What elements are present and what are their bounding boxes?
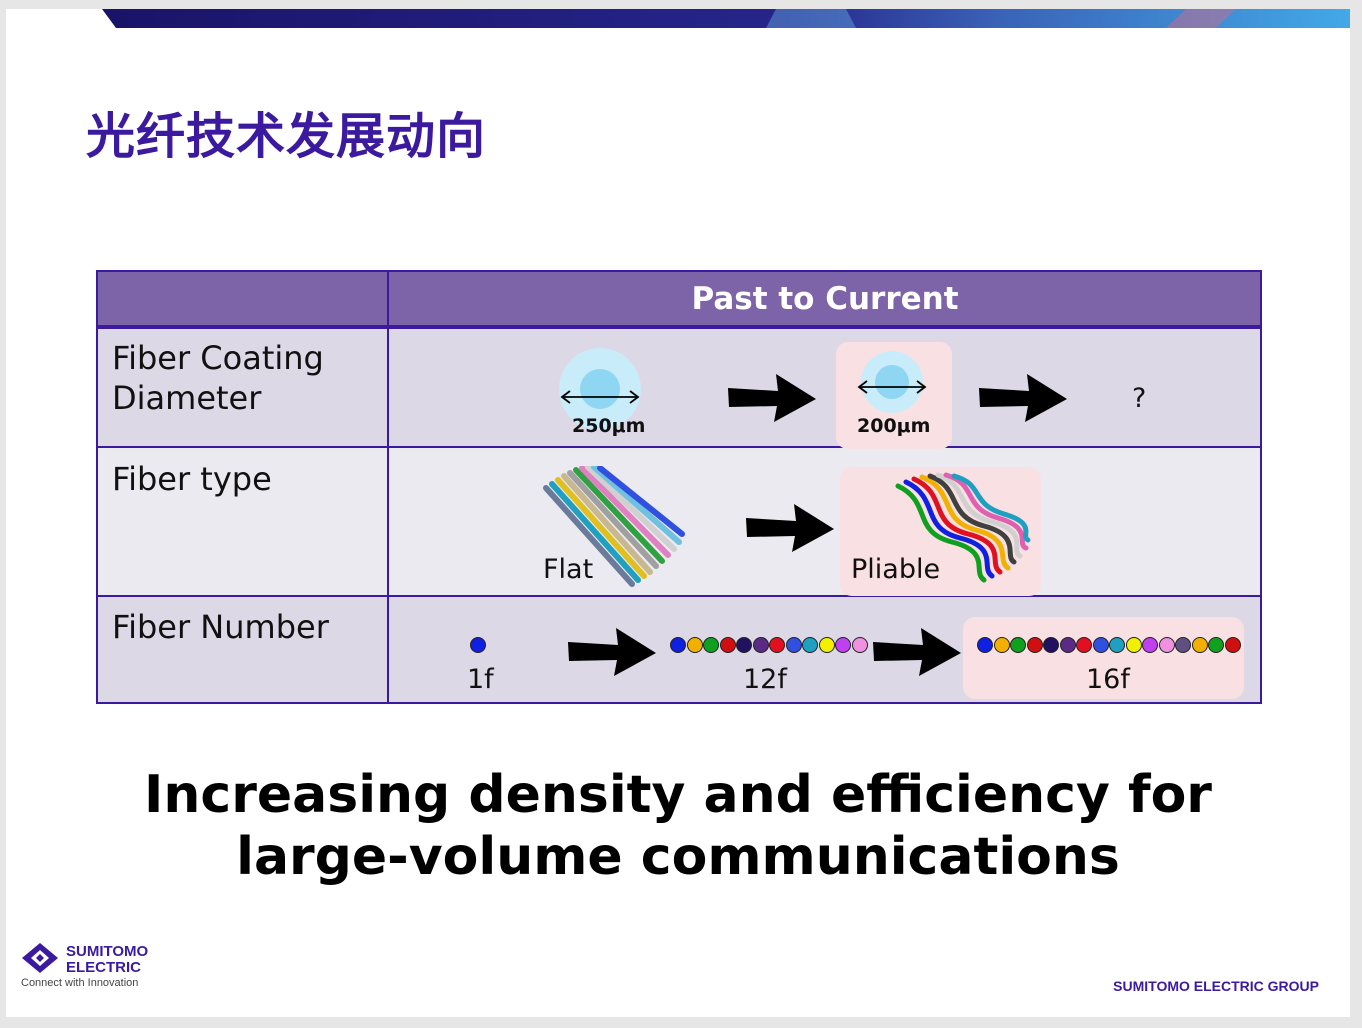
right-arrow-icon — [728, 374, 816, 422]
company-logo: SUMITOMO ELECTRIC Connect with Innovatio… — [20, 941, 148, 989]
fiber-dot — [1010, 637, 1026, 653]
fiber-dot — [1142, 637, 1158, 653]
fiber-number-current-panel — [963, 617, 1244, 699]
right-arrow-icon — [746, 504, 834, 552]
row-label-coating: Fiber Coating Diameter — [112, 338, 324, 418]
fiber-dot — [686, 637, 703, 653]
fiber-type-past-label: Flat — [543, 554, 594, 585]
fiber-number-past-label: 1f — [467, 664, 494, 695]
fiber-dot — [1175, 637, 1191, 653]
fiber-200um-icon — [857, 351, 927, 413]
right-arrow-icon — [873, 628, 961, 676]
slide-title: 光纤技术发展动向 — [86, 108, 487, 165]
column-divider — [387, 270, 389, 704]
fiber-dot — [851, 637, 868, 653]
fiber-dot — [818, 637, 835, 653]
fiber-dot — [1059, 637, 1076, 653]
fiber-dot — [1191, 637, 1208, 653]
fiber-dot — [670, 637, 686, 653]
dots-1f — [470, 637, 487, 653]
tagline-line: large-volume communications — [236, 827, 1120, 887]
header-empty-cell — [96, 270, 388, 326]
row-fiber-type — [96, 447, 1262, 596]
fiber-number-mid-label: 12f — [743, 664, 787, 695]
fiber-dot — [1109, 637, 1125, 653]
row-label-line: Fiber type — [112, 460, 272, 498]
table-border-right — [1260, 270, 1262, 704]
fiber-dot — [785, 637, 802, 653]
tagline-line: Increasing density and efficiency for — [144, 765, 1212, 825]
table-border-top — [96, 270, 1262, 272]
fiber-dot — [1092, 637, 1109, 653]
coating-past-label: 250μm — [572, 415, 646, 437]
dots-12f — [670, 637, 868, 653]
flat-ribbon-icon — [543, 466, 685, 587]
fiber-dot — [719, 637, 736, 653]
header-divider — [96, 325, 1262, 329]
pliable-ribbon-icon — [895, 472, 1031, 583]
row-coating — [96, 329, 1262, 447]
fiber-dot — [1076, 637, 1092, 653]
fiber-number-current-label: 16f — [1086, 664, 1130, 695]
sumitomo-logo-icon — [22, 943, 58, 973]
header-cell: Past to Current — [388, 270, 1262, 326]
table-border-bottom — [96, 702, 1262, 704]
header-text: Past to Current — [691, 281, 959, 317]
row-label-fiber-type: Fiber type — [112, 459, 272, 499]
fiber-dot — [1158, 637, 1175, 653]
fiber-dot — [835, 637, 851, 653]
fiber-type-current-label: Pliable — [851, 554, 941, 585]
right-arrow-icon — [568, 628, 656, 676]
group-name: SUMITOMO ELECTRIC GROUP — [1113, 978, 1319, 994]
fiber-evolution-table: Past to Current Fiber Coating Diameter F… — [96, 270, 1262, 704]
fiber-dot — [752, 637, 769, 653]
fiber-dot — [802, 637, 818, 653]
top-banner — [6, 9, 1350, 28]
row-divider — [96, 595, 1262, 597]
row-label-line: Diameter — [112, 379, 262, 417]
row-label-line: Fiber Number — [112, 608, 329, 646]
logo-name: SUMITOMO ELECTRIC — [66, 943, 149, 976]
logo-tagline: Connect with Innovation — [21, 977, 139, 989]
fiber-dot — [1208, 637, 1224, 653]
fiber-dot — [1224, 637, 1241, 653]
fiber-dot — [703, 637, 719, 653]
fiber-dot — [470, 637, 486, 653]
tagline: Increasing density and efficiency for la… — [6, 764, 1350, 888]
row-divider — [96, 446, 1262, 448]
fiber-dot — [1125, 637, 1142, 653]
row-label-line: Fiber Coating — [112, 339, 324, 377]
coating-future-label: ? — [1132, 383, 1147, 414]
row-label-fiber-number: Fiber Number — [112, 607, 329, 647]
dots-16f — [977, 637, 1241, 653]
fiber-dot — [1026, 637, 1043, 653]
fiber-dot — [736, 637, 752, 653]
slide: 光纤技术发展动向 Past to Current Fiber Coating D… — [6, 9, 1350, 1017]
coating-current-label: 200μm — [857, 415, 931, 437]
table-border-left — [96, 270, 98, 704]
fiber-dot — [993, 637, 1010, 653]
fiber-250um-icon — [559, 348, 641, 430]
fiber-dot — [1043, 637, 1059, 653]
right-arrow-icon — [979, 374, 1067, 422]
fiber-dot — [769, 637, 785, 653]
fiber-dot — [977, 637, 993, 653]
